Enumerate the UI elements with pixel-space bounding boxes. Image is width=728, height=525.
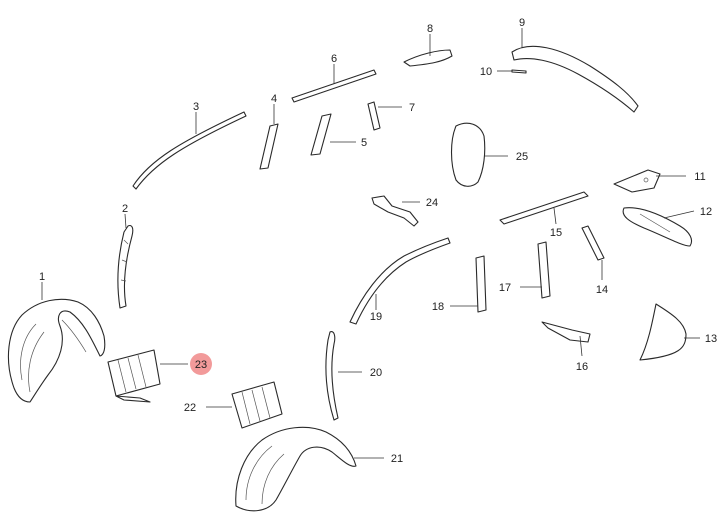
part-18-pillar-trim <box>475 255 487 313</box>
callout-10[interactable]: 10 <box>480 66 492 78</box>
callout-5[interactable]: 5 <box>361 137 367 149</box>
callout-4[interactable]: 4 <box>271 93 277 105</box>
part-2-pillar-seal <box>117 224 134 309</box>
callout-23-highlight <box>190 353 212 375</box>
part-12-corner-piece <box>622 207 693 247</box>
leader-lines <box>41 28 700 459</box>
callout-16[interactable]: 16 <box>576 361 588 373</box>
callout-9[interactable]: 9 <box>519 17 525 29</box>
callout-14[interactable]: 14 <box>596 284 608 296</box>
part-20-vertical-seal <box>325 331 339 421</box>
callout-24[interactable]: 24 <box>426 197 438 209</box>
part-15-long-strip <box>499 191 589 225</box>
callout-19[interactable]: 19 <box>370 311 382 323</box>
part-19-door-frame-seal <box>349 237 451 325</box>
part-8-end-cap <box>403 49 453 67</box>
callout-23[interactable]: 23 <box>195 359 207 371</box>
part-1-wheel-arch-liner <box>7 298 106 403</box>
callout-2[interactable]: 2 <box>122 203 128 215</box>
part-22-panel <box>231 381 283 429</box>
callout-13[interactable]: 13 <box>705 333 717 345</box>
callout-21[interactable]: 21 <box>391 453 403 465</box>
part-17-pillar-trim <box>537 241 551 299</box>
callout-7[interactable]: 7 <box>409 102 415 114</box>
callout-25[interactable]: 25 <box>516 151 528 163</box>
part-25-side-panel <box>450 122 486 187</box>
part-13-corner-trim <box>639 303 687 361</box>
part-24-bracket <box>371 195 419 227</box>
part-11-bracket <box>613 169 661 193</box>
callout-22[interactable]: 22 <box>184 402 196 414</box>
part-21-wheel-arch-liner <box>235 426 357 512</box>
part-14-pillar-trim <box>581 225 605 261</box>
part-5-pillar-trim <box>310 113 332 156</box>
callout-20[interactable]: 20 <box>370 367 382 379</box>
callout-6[interactable]: 6 <box>331 53 337 65</box>
part-6-roof-trim <box>291 69 377 103</box>
part-10-pin <box>511 69 527 74</box>
part-9-roof-rail <box>511 45 639 113</box>
callout-3[interactable]: 3 <box>193 101 199 113</box>
callout-15[interactable]: 15 <box>550 227 562 239</box>
callout-18[interactable]: 18 <box>432 301 444 313</box>
part-3-roof-strip <box>132 111 247 190</box>
callout-1[interactable]: 1 <box>39 271 45 283</box>
callout-12[interactable]: 12 <box>700 206 712 218</box>
part-4-pillar-trim <box>259 123 279 170</box>
callout-labels: 1 2 3 4 5 6 7 8 9 10 11 12 13 14 15 16 1… <box>39 17 717 465</box>
part-7-clip-strip <box>367 101 381 131</box>
part-16-small-bracket <box>541 321 591 343</box>
callout-8[interactable]: 8 <box>427 23 433 35</box>
callout-17[interactable]: 17 <box>499 282 511 294</box>
callout-11[interactable]: 11 <box>694 171 705 183</box>
part-23-panel <box>107 349 161 403</box>
